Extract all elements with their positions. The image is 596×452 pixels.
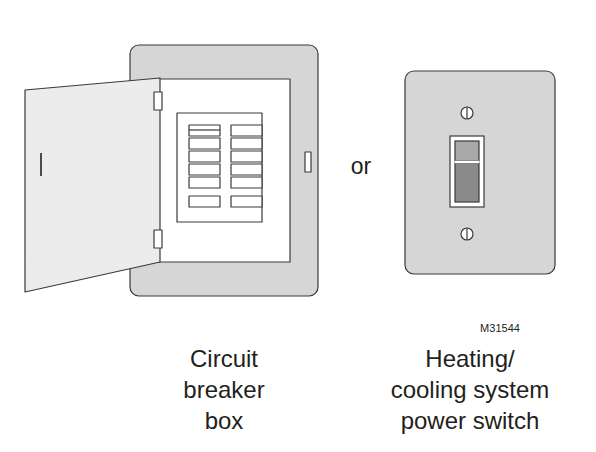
plate-screw bbox=[461, 107, 473, 119]
caption-text: Circuit breaker box bbox=[164, 343, 284, 436]
power-switch bbox=[405, 71, 555, 274]
screw-slot bbox=[466, 107, 467, 119]
door-hinge bbox=[154, 92, 162, 110]
plate-screw bbox=[461, 228, 473, 240]
door-latch bbox=[305, 152, 311, 172]
breaker-panel bbox=[177, 113, 262, 222]
door-hinge bbox=[154, 230, 162, 248]
toggle-edge bbox=[455, 161, 479, 164]
screw-slot bbox=[466, 228, 467, 240]
switch-plate bbox=[405, 71, 555, 274]
switch-toggle bbox=[455, 163, 479, 202]
separator-word: or bbox=[336, 152, 386, 180]
breakers bbox=[189, 125, 262, 207]
panel-interior bbox=[157, 79, 290, 262]
door-handle bbox=[40, 153, 42, 176]
panel-door bbox=[25, 78, 160, 292]
breaker-toggle bbox=[189, 129, 220, 130]
figure-code: M31544 bbox=[470, 321, 530, 335]
circuit-breaker-box bbox=[25, 45, 318, 296]
caption-text: Heating/ cooling system power switch bbox=[386, 343, 554, 436]
switch-opening bbox=[450, 136, 484, 207]
switch-toggle-top bbox=[455, 141, 479, 161]
